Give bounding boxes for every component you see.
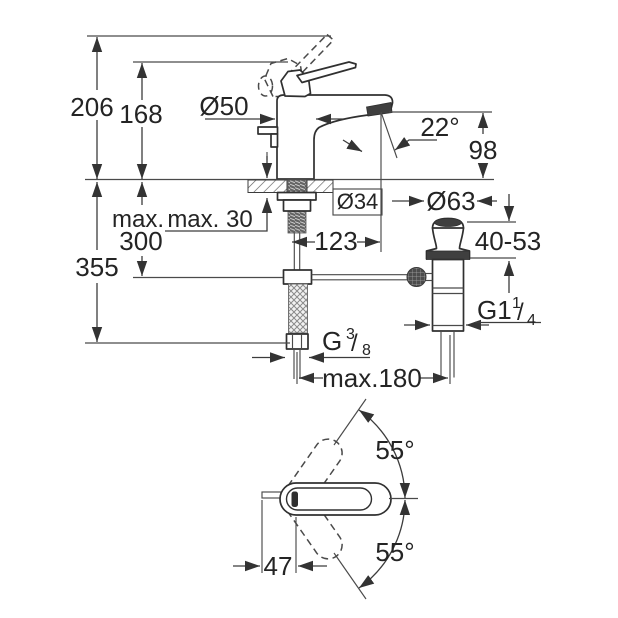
max-prefix-label: max. <box>112 206 164 233</box>
horizontal-pop-up-rod <box>311 274 408 281</box>
waste-set <box>406 217 471 378</box>
pop-up-rod-side <box>257 126 279 148</box>
counter-cross-section <box>247 179 334 193</box>
top-view-dimensions: 55° 55° 47 <box>233 398 415 600</box>
rod-tab-top-view <box>261 491 282 499</box>
hole-diameter-label: Ø34 <box>337 189 379 214</box>
handle-raised-dashed-outline <box>286 33 335 82</box>
counter-hatch-left <box>247 179 288 193</box>
aerator-angle-label: 22° <box>420 112 459 142</box>
ball-joint <box>406 267 433 287</box>
max-mounting-depth-label: 300 <box>119 226 162 256</box>
swing-arc-upper <box>358 409 411 499</box>
swing-angle-down-label: 55° <box>375 537 414 567</box>
side-view-dimensions: 206 168 Ø50 22° 98 max. max. 30 300 355 … <box>70 35 542 393</box>
rod-tee-fitting <box>282 269 313 285</box>
pull-rod <box>293 233 301 270</box>
waste-flange-diameter-label: Ø63 <box>426 186 475 216</box>
hole-diameter-box <box>332 188 383 216</box>
swing-angle-up-label: 55° <box>375 435 414 465</box>
hose-thread-sub: 8 <box>362 342 371 359</box>
waste-thread-base: G1 <box>477 295 512 325</box>
waste-thread-label: G1 1 / 4 <box>477 295 536 329</box>
waste-flange-seal <box>426 250 470 260</box>
spout-reach-label: 123 <box>314 226 357 256</box>
hose-thread-label: G 3 / 8 <box>322 326 371 359</box>
extension-lines <box>85 35 516 384</box>
handle-top-view-inner <box>285 487 373 511</box>
hose-nut <box>285 333 309 350</box>
counter-hatch-right <box>306 179 334 193</box>
max-waste-distance-label: max.180 <box>322 363 422 393</box>
waste-plug-top <box>434 218 462 227</box>
side-view <box>257 33 398 180</box>
hose-thread-slash: / <box>351 330 358 357</box>
dimension-lines <box>91 37 541 384</box>
hose-thread-base: G <box>322 326 342 356</box>
hose-thread-sup: 3 <box>346 326 355 343</box>
outlet-height-label: 98 <box>469 135 498 165</box>
waste-lock-nut-lines <box>432 287 464 327</box>
handle-rear-offset-label: 47 <box>264 551 293 581</box>
waste-tailpipe <box>440 331 455 378</box>
flexible-hose <box>288 283 308 334</box>
water-flow-arrow <box>342 139 363 153</box>
handle-knob-raised-dashed-outline <box>263 57 305 98</box>
mounting-washer <box>276 191 317 201</box>
swing-radial-up <box>333 398 367 446</box>
spout-top-height-label: 168 <box>119 99 162 129</box>
clamping-range-label: 40-53 <box>475 226 542 256</box>
mounting-nut <box>282 199 312 212</box>
waste-thread-sub: 4 <box>527 312 536 329</box>
top-view: 55° 55° 47 <box>233 398 418 600</box>
waste-thread-sup: 1 <box>512 295 521 312</box>
hose-length-label: 355 <box>75 252 118 282</box>
swing-radial-down <box>333 552 367 600</box>
overall-height-label: 206 <box>70 92 113 122</box>
base-diameter-label: Ø50 <box>199 91 248 121</box>
handle-lever <box>296 61 357 84</box>
waste-body <box>431 258 465 332</box>
handle-knob-raised-dashed-detail <box>257 75 274 97</box>
swing-arc-lower <box>358 499 411 589</box>
waste-thread-slash: / <box>517 299 524 326</box>
stream-angle-line <box>380 111 398 159</box>
waste-waist <box>425 227 471 260</box>
ball-joint-knob <box>406 267 427 287</box>
max-deck-thickness-label: max. 30 <box>167 206 252 233</box>
handle-pivot-slot <box>291 491 298 507</box>
